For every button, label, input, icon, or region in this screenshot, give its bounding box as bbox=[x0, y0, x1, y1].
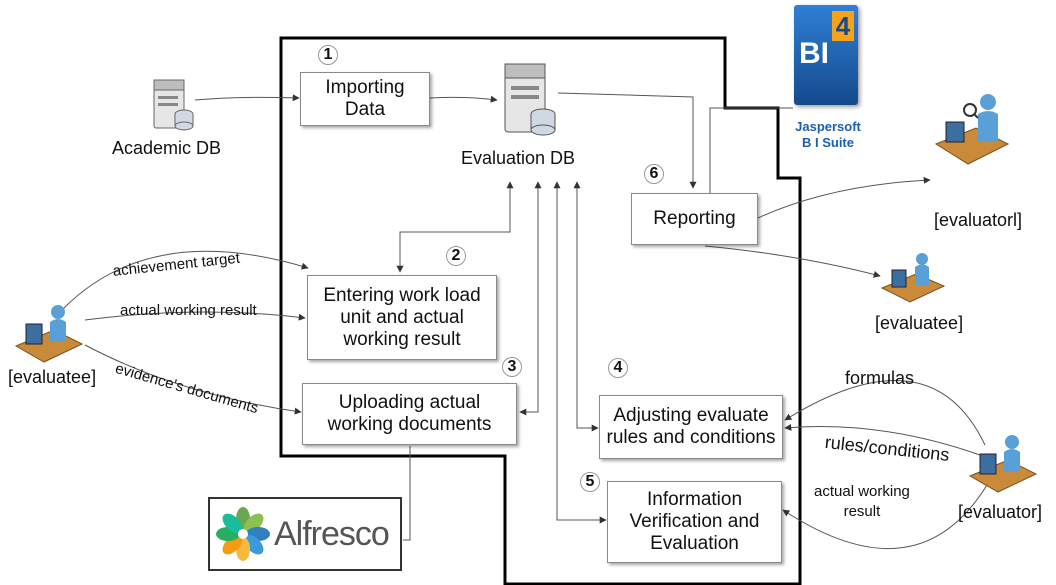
bi-version-text: 4 bbox=[832, 11, 854, 41]
formulas-label: formulas bbox=[845, 368, 915, 388]
evaldb-verification-arrow bbox=[553, 181, 607, 524]
evaldb-entering-arrow bbox=[396, 181, 514, 273]
evaluatee-right-label: [evaluatee] bbox=[875, 313, 964, 333]
bi-suite-badge: BI 4 bbox=[794, 5, 858, 105]
alfresco-wordmark: Alfresco bbox=[274, 515, 390, 553]
uploading-documents-box[interactable]: Uploading actual working documents bbox=[302, 383, 517, 445]
evidence-documents-arrow bbox=[84, 344, 302, 415]
reporting-to-evaluator-arrow bbox=[757, 176, 931, 219]
alfresco-logo: Alfresco bbox=[208, 497, 402, 571]
jaspersoft-bi-logo: BI 4 Jaspersoft B I Suite bbox=[790, 5, 866, 155]
evaluator-top-actor-icon bbox=[934, 94, 1010, 165]
jaspersoft-suite: B I Suite bbox=[801, 135, 854, 150]
step-number-3: 3 bbox=[502, 357, 522, 377]
information-verification-box[interactable]: Information Verification and Evaluation bbox=[607, 481, 782, 563]
importing-data-box[interactable]: Importing Data bbox=[300, 72, 430, 126]
import-to-evaldb-arrow bbox=[429, 95, 498, 103]
evaluation-db-label: Evaluation DB bbox=[461, 148, 576, 168]
evaluation-db-server-icon bbox=[504, 63, 556, 136]
step-number-6: 6 bbox=[644, 164, 664, 184]
uploading-to-alfresco-line bbox=[403, 446, 411, 541]
actual-working-result-label: actual working result bbox=[120, 302, 257, 319]
evaluator-bottom-label: [evaluator] bbox=[958, 502, 1043, 522]
bi-badge-text: BI bbox=[799, 37, 829, 70]
actual-result-arrow bbox=[84, 311, 306, 321]
step-number-1: 1 bbox=[318, 45, 338, 65]
academic-db-label: Academic DB bbox=[112, 138, 222, 158]
reporting-box[interactable]: Reporting bbox=[631, 193, 758, 245]
rules-conditions-arrow bbox=[784, 423, 981, 456]
step-number-5: 5 bbox=[580, 472, 600, 492]
academic-db-server-icon bbox=[153, 79, 194, 131]
evaldb-adjusting-arrow bbox=[573, 181, 599, 432]
evaluatee-left-actor-icon bbox=[14, 305, 84, 363]
reporting-to-evaluatee-arrow bbox=[704, 245, 881, 278]
evaluator-result-arrow bbox=[782, 479, 991, 550]
evaluator-top-label: [evaluatorl] bbox=[934, 210, 1023, 230]
adjusting-rules-box[interactable]: Adjusting evaluate rules and conditions bbox=[599, 395, 783, 459]
evaluatee-left-label: [evaluatee] bbox=[8, 367, 97, 387]
step-number-2: 2 bbox=[446, 246, 466, 266]
jaspersoft-name: Jaspersoft bbox=[795, 119, 861, 134]
alfresco-flower-icon bbox=[216, 507, 270, 561]
system-boundary bbox=[279, 36, 802, 585]
evaluator-actual-result-label: actual working result bbox=[814, 483, 910, 520]
achievement-target-arrow bbox=[61, 250, 309, 311]
academic-to-import-arrow bbox=[194, 94, 300, 102]
evaluator-bottom-actor-icon bbox=[968, 435, 1038, 493]
reporting-to-jaspersoft-line bbox=[709, 107, 793, 193]
evaldb-uploading-arrow bbox=[519, 181, 542, 416]
evaluatee-right-actor-icon bbox=[880, 253, 946, 303]
step-number-4: 4 bbox=[608, 358, 628, 378]
evaldb-to-reporting-arrow bbox=[557, 92, 697, 189]
formulas-arrow bbox=[784, 380, 986, 446]
entering-workload-box[interactable]: Entering work load unit and actual worki… bbox=[307, 275, 497, 360]
